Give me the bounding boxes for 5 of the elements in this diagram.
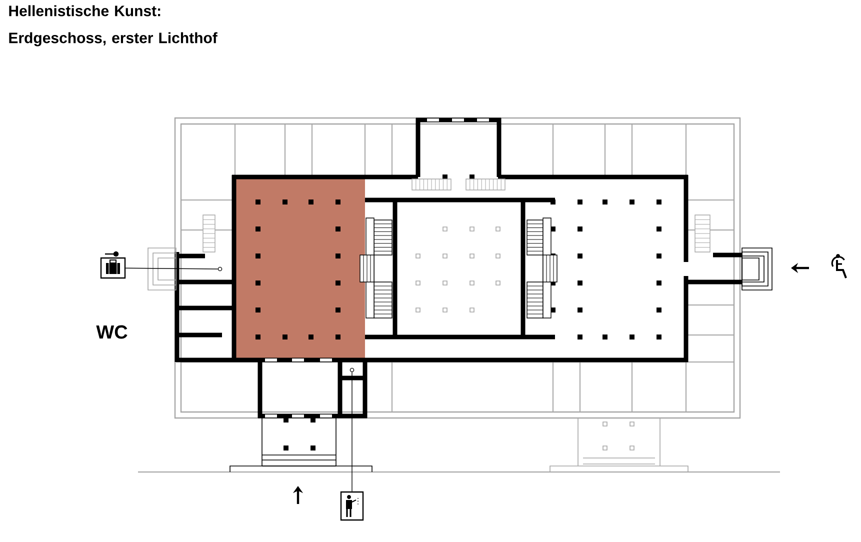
title: Hellenistische Kunst: Erdgeschoss, erster Lichthof — [9, 5, 218, 46]
elevator-icon — [340, 491, 364, 521]
leader-line — [125, 268, 218, 270]
luggage-icon — [100, 251, 126, 279]
room-label: WC — [96, 325, 128, 339]
